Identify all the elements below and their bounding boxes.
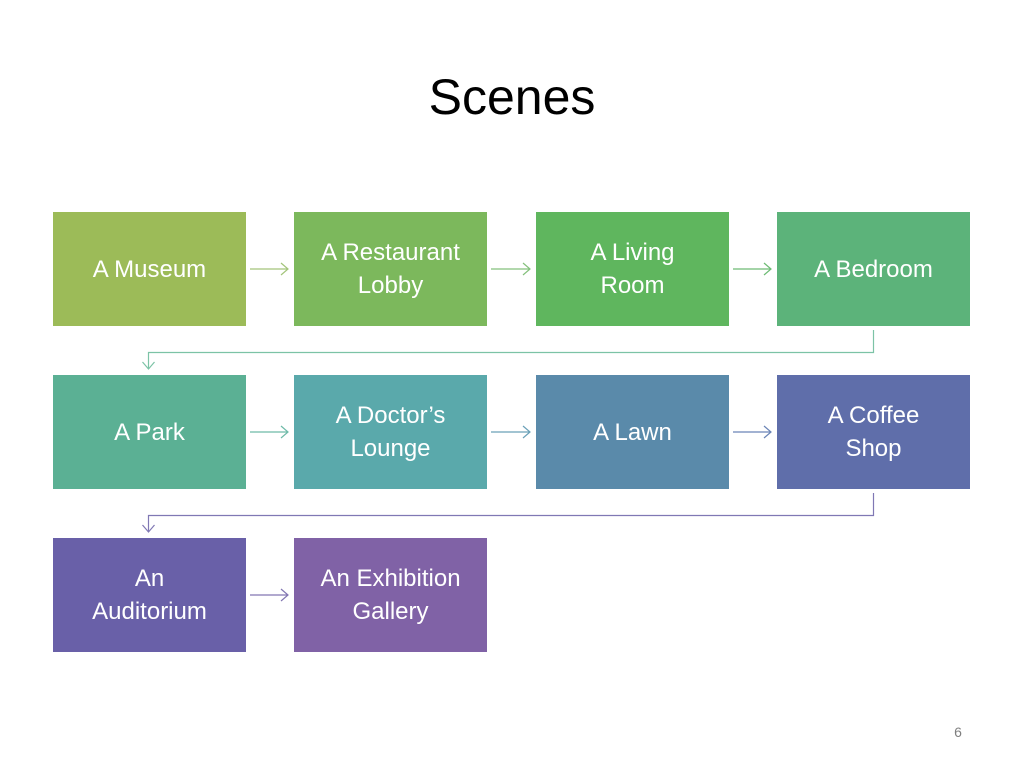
node-museum: A Museum [53,212,246,326]
connector-bedroom-to-park [142,330,875,370]
connector-living-room-to-bedroom [733,262,772,276]
connector-museum-to-restaurant-lobby [250,262,289,276]
connector-doctors-lounge-to-lawn [491,425,531,439]
connector-lawn-to-coffee-shop [733,425,772,439]
node-coffee-shop: A Coffee Shop [777,375,970,489]
node-auditorium: An Auditorium [53,538,246,652]
node-doctors-lounge: A Doctor’s Lounge [294,375,487,489]
connector-park-to-doctors-lounge [250,425,289,439]
connector-coffee-shop-to-auditorium [142,493,875,533]
node-living-room: A Living Room [536,212,729,326]
page-number: 6 [954,724,962,740]
connector-restaurant-lobby-to-living-room [491,262,531,276]
node-park: A Park [53,375,246,489]
connector-auditorium-to-exhibition-gallery [250,588,289,602]
node-exhibition-gallery: An Exhibition Gallery [294,538,487,652]
node-bedroom: A Bedroom [777,212,970,326]
node-lawn: A Lawn [536,375,729,489]
slide-title: Scenes [428,69,596,125]
node-restaurant-lobby: A Restaurant Lobby [294,212,487,326]
